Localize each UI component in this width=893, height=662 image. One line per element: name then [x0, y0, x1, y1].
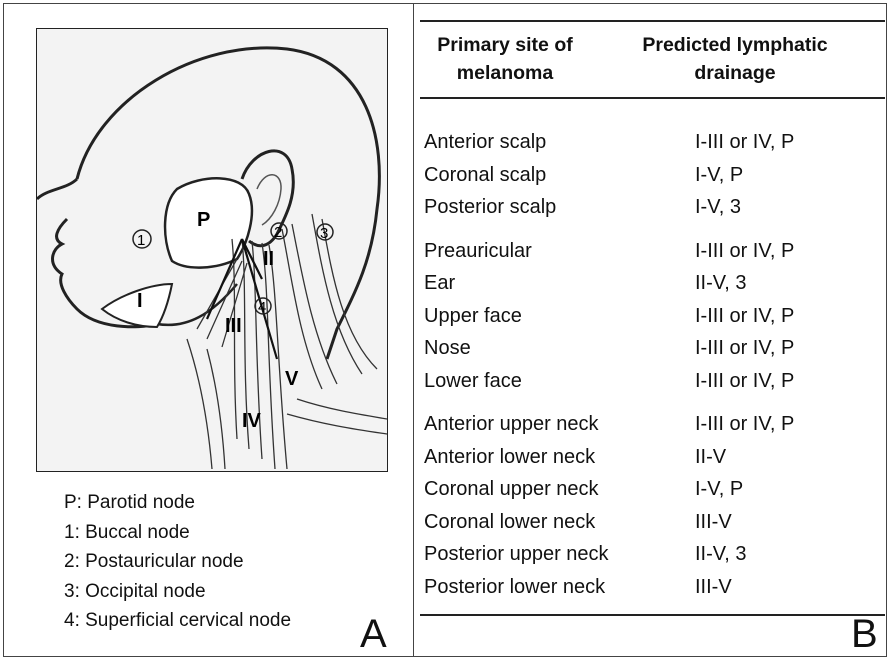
drainage-cell: III-V	[695, 506, 732, 539]
table-row: Coronal lower neck III-V	[424, 506, 864, 539]
drainage-cell: III-V	[695, 571, 732, 604]
site-cell: Coronal lower neck	[424, 506, 595, 539]
label-level-ii: II	[263, 248, 274, 270]
site-cell: Coronal upper neck	[424, 473, 599, 506]
table-row: Nose I-III or IV, P	[424, 332, 864, 365]
drainage-cell: I-V, P	[695, 159, 743, 192]
site-cell: Nose	[424, 332, 471, 365]
node-legend: P: Parotid node 1: Buccal node 2: Postau…	[64, 488, 291, 636]
site-cell: Ear	[424, 267, 455, 300]
column-header-site-line: melanoma	[420, 59, 590, 87]
panel-label-b: B	[851, 614, 878, 654]
site-cell: Coronal scalp	[424, 159, 546, 192]
site-cell: Lower face	[424, 365, 522, 398]
drainage-cell: I-V, P	[695, 473, 743, 506]
table-row: Posterior upper neck II-V, 3	[424, 538, 864, 571]
drainage-cell: II-V, 3	[695, 538, 747, 571]
table-row: Lower face I-III or IV, P	[424, 365, 864, 398]
drainage-cell: I-III or IV, P	[695, 300, 794, 333]
table-row: Posterior scalp I-V, 3	[424, 191, 864, 224]
site-cell: Posterior upper neck	[424, 538, 609, 571]
drainage-cell: I-III or IV, P	[695, 408, 794, 441]
label-level-iii: III	[225, 315, 242, 337]
legend-item: 1: Buccal node	[64, 518, 291, 548]
legend-item: 2: Postauricular node	[64, 547, 291, 577]
site-cell: Preauricular	[424, 235, 532, 268]
head-neck-drawing: P 1 2 3 4 I II III IV V	[37, 29, 387, 471]
legend-item: 4: Superficial cervical node	[64, 606, 291, 636]
table-row: Anterior scalp I-III or IV, P	[424, 126, 864, 159]
label-level-iv: IV	[242, 410, 262, 432]
table-bottom-rule	[420, 614, 885, 616]
site-cell: Posterior lower neck	[424, 571, 605, 604]
label-node-1: 1	[137, 232, 145, 249]
table-row: Preauricular I-III or IV, P	[424, 235, 864, 268]
column-header-drainage-line: Predicted lymphatic	[640, 31, 830, 59]
site-cell: Anterior scalp	[424, 126, 546, 159]
table-row: Posterior lower neck III-V	[424, 571, 864, 604]
column-header-site: Primary site of melanoma	[420, 31, 590, 87]
table-row: Coronal scalp I-V, P	[424, 159, 864, 192]
label-node-3: 3	[320, 225, 328, 242]
site-cell: Posterior scalp	[424, 191, 556, 224]
drainage-cell: II-V	[695, 441, 726, 474]
table-row: Anterior upper neck I-III or IV, P	[424, 408, 864, 441]
column-header-drainage: Predicted lymphatic drainage	[640, 31, 830, 87]
table-header-rule	[420, 97, 885, 99]
drainage-cell: I-III or IV, P	[695, 365, 794, 398]
label-p: P	[197, 209, 210, 231]
drainage-cell: I-III or IV, P	[695, 235, 794, 268]
label-level-v: V	[285, 368, 299, 390]
drainage-cell: I-III or IV, P	[695, 332, 794, 365]
table-row: Coronal upper neck I-V, P	[424, 473, 864, 506]
table-row: Anterior lower neck II-V	[424, 441, 864, 474]
label-node-4: 4	[258, 299, 266, 316]
drainage-cell: I-III or IV, P	[695, 126, 794, 159]
table-row: Upper face I-III or IV, P	[424, 300, 864, 333]
column-header-site-line: Primary site of	[420, 31, 590, 59]
head-neck-illustration: P 1 2 3 4 I II III IV V	[36, 28, 388, 472]
drainage-cell: II-V, 3	[695, 267, 747, 300]
column-header-drainage-line: drainage	[640, 59, 830, 87]
panel-label-a: A	[360, 614, 387, 654]
table-top-rule	[420, 20, 885, 22]
ear-inner	[257, 175, 281, 225]
drainage-cell: I-V, 3	[695, 191, 741, 224]
label-node-2: 2	[274, 224, 282, 241]
site-cell: Upper face	[424, 300, 522, 333]
legend-item: 3: Occipital node	[64, 577, 291, 607]
site-cell: Anterior lower neck	[424, 441, 595, 474]
table-row: Ear II-V, 3	[424, 267, 864, 300]
panel-divider	[413, 3, 414, 657]
label-level-i: I	[137, 290, 143, 312]
site-cell: Anterior upper neck	[424, 408, 599, 441]
legend-item: P: Parotid node	[64, 488, 291, 518]
